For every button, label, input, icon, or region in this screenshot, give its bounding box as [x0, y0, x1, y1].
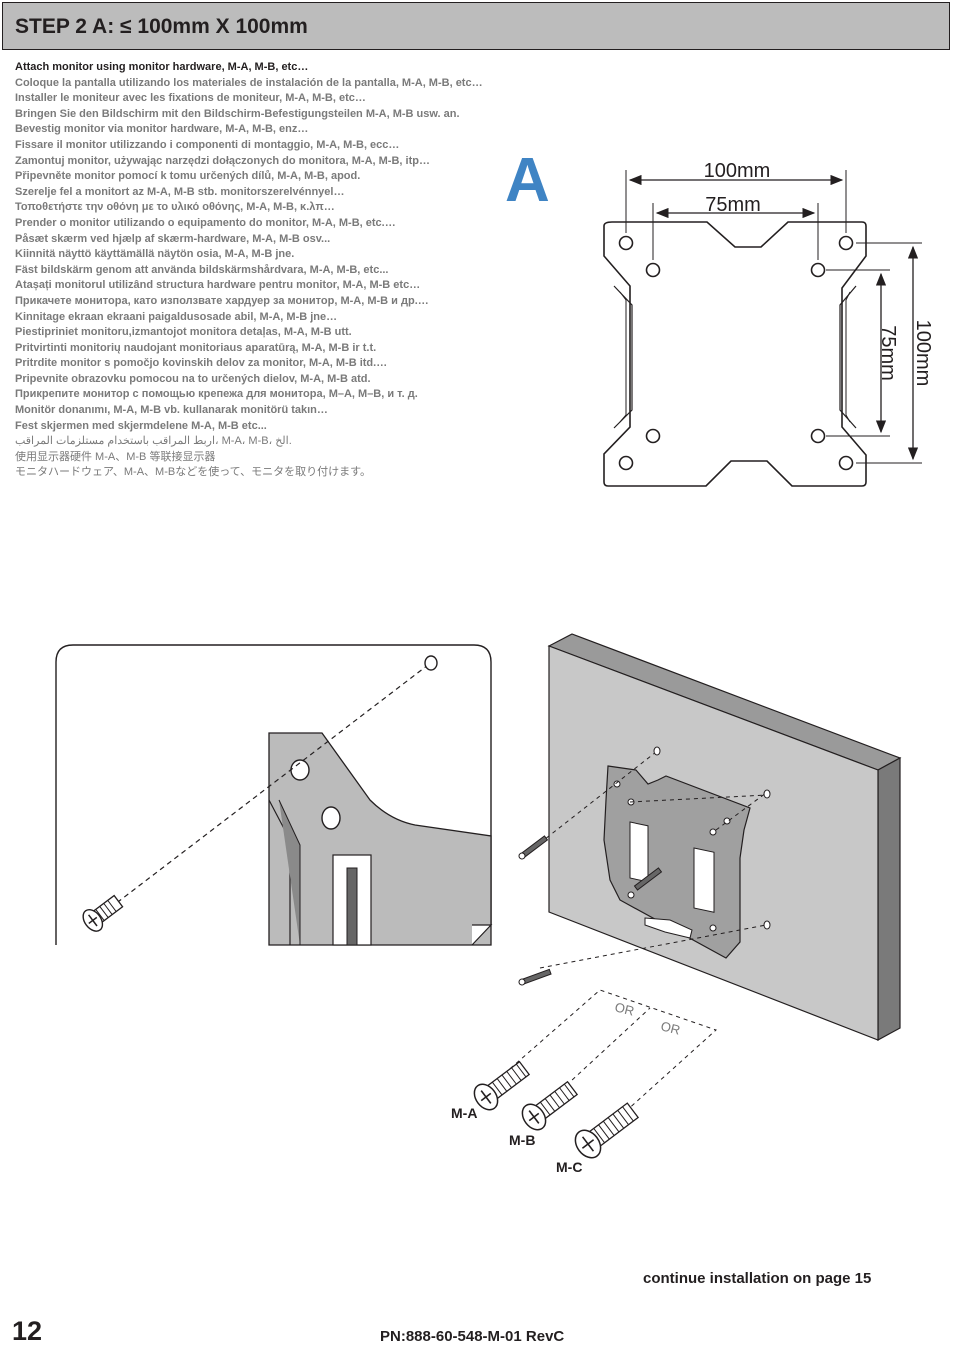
instruction-line: Pritrdite monitor s pomočjo kovinskih de… — [15, 357, 388, 370]
mount-hole — [810, 262, 826, 278]
dimension-label-75-top: 75mm — [705, 194, 761, 216]
instruction-line: Fäst bildskärm genom att använda bildskä… — [15, 263, 389, 276]
mount-hole — [645, 428, 661, 444]
detail-screw — [82, 894, 124, 932]
instruction-line: اربط المراقب باستخدام مستلزمات المراقب، … — [15, 435, 292, 448]
instruction-list: Attach monitor using monitor hardware, M… — [15, 60, 575, 481]
instruction-line: Påsæt skærm ved hjælp af skærm-hardware,… — [15, 232, 331, 245]
or-label-1: OR — [613, 999, 636, 1018]
continue-note: continue installation on page 15 — [643, 1270, 872, 1287]
label-m-c: M-C — [556, 1159, 582, 1175]
mount-hole — [838, 235, 854, 251]
instruction-line: Fissare il monitor utilizzando i compone… — [15, 138, 400, 151]
instruction-line: Atașați monitorul utilizând structura ha… — [15, 279, 421, 292]
instruction-line: Fest skjermen med skjermdelene M-A, M-B … — [15, 419, 267, 432]
vesa-plate-diagram: 100mm 75mm 75mm 100mm — [603, 160, 934, 487]
instruction-line: Szerelje fel a monitort az M-A, M-B stb.… — [15, 185, 345, 198]
label-m-a: M-A — [451, 1105, 477, 1121]
instruction-line: Připevněte monitor pomocí k tomu určenýc… — [15, 170, 361, 183]
figure-letter-a: A — [505, 146, 550, 215]
instruction-line: Installer le moniteur avec les fixations… — [15, 92, 366, 105]
instruction-line: Bringen Sie den Bildschirm mit den Bilds… — [15, 107, 460, 120]
instruction-line: Attach monitor using monitor hardware, M… — [15, 61, 309, 73]
dimension-label-75-side: 75mm — [877, 325, 899, 381]
or-selection-box: OR OR — [479, 989, 717, 1131]
screw-m-a — [473, 1060, 531, 1111]
detail-inset — [55, 644, 493, 946]
step-header: STEP 2 A: ≤ 100mm X 100mm — [2, 2, 950, 50]
instruction-line: Monitör donanımı, M-A, M-B vb. kullanara… — [15, 404, 328, 417]
part-number: PN:888-60-548-M-01 RevC — [380, 1328, 565, 1345]
instruction-line: Kiinnitä näyttö käyttämällä näytön osia,… — [15, 248, 295, 261]
instruction-line: Coloque la pantalla utilizando los mater… — [15, 76, 483, 89]
mount-hole — [645, 262, 661, 278]
step-title: STEP 2 A: ≤ 100mm X 100mm — [15, 15, 308, 38]
plate-detail — [268, 732, 492, 946]
mount-hole — [838, 455, 854, 471]
mount-hole — [618, 455, 634, 471]
page-number: 12 — [12, 1316, 43, 1346]
instruction-line: Τοποθετήστε την οθόνη με το υλικό οθόνης… — [15, 201, 335, 214]
instruction-line: Pripevnite obrazovku pomocou na to určen… — [15, 372, 371, 385]
instruction-line: Прикачете монитора, като използвате хард… — [15, 294, 429, 307]
instruction-line: Kinnitage ekraan ekraani paigaldusosade … — [15, 310, 338, 323]
instruction-line: Piestipriniet monitoru,izmantojot monito… — [15, 326, 352, 339]
or-label-2: OR — [659, 1018, 682, 1037]
dimension-label-100-top: 100mm — [704, 160, 771, 182]
instruction-line: Prender o monitor utilizando o equipamen… — [15, 216, 396, 229]
instruction-line: Прикрепите монитор с помощью крепежа для… — [15, 388, 418, 401]
label-m-b: M-B — [509, 1132, 535, 1148]
instruction-line: Bevestig monitor via monitor hardware, M… — [15, 123, 309, 136]
instruction-line: モニタハードウェア、M-A、M-Bなどを使って、モニタを取り付けます。 — [15, 466, 372, 479]
vesa-plate-outline — [603, 221, 867, 487]
instruction-line: Pritvirtinti monitorių naudojant monitor… — [15, 341, 377, 354]
mount-hole — [810, 428, 826, 444]
instruction-line: Zamontuj monitor, używając narzędzi dołą… — [15, 154, 430, 167]
screw-guides — [518, 746, 771, 986]
screw-m-b — [521, 1080, 579, 1131]
mounting-plate — [603, 765, 751, 959]
instruction-line: 使用显示器硬件 M-A、M-B 等联接显示器 — [15, 450, 216, 463]
mount-hole — [618, 235, 634, 251]
dimension-label-100-side: 100mm — [912, 320, 934, 387]
screw-m-c — [574, 1102, 640, 1159]
